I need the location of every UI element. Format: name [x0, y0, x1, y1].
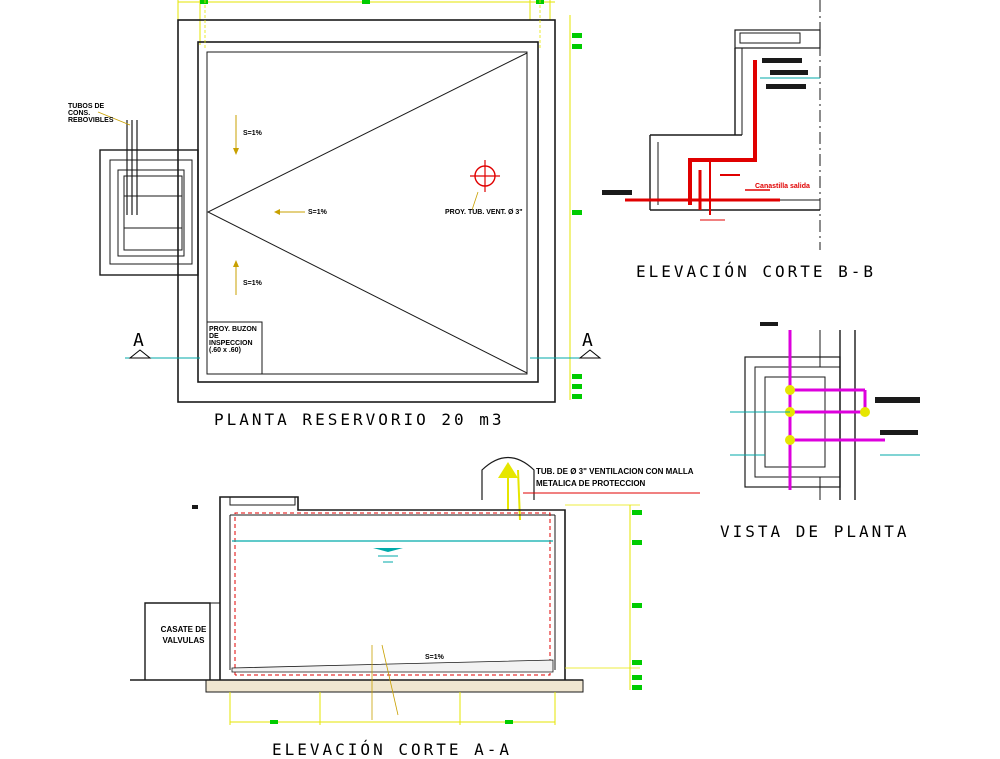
magenta-piping [730, 330, 885, 490]
outlet-piping [625, 60, 780, 221]
section-aa [130, 457, 700, 725]
note-ventilation: TUB. DE Ø 3" VENTILACION CON MALLA METAL… [536, 467, 694, 488]
section-cut-a [125, 349, 602, 359]
note-tubos: TUBOS DE CONS. REBOVIBLES [68, 103, 114, 124]
plan-view [97, 0, 602, 403]
inspection-box [206, 321, 263, 375]
title-elevacion-corte-bb: ELEVACIÓN CORTE B-B [636, 262, 877, 281]
dim-tag [572, 210, 582, 215]
note-vent: PROY. TUB. VENT. Ø 3" [445, 209, 523, 216]
slope-lines [206, 52, 528, 374]
section-mark-right: A [582, 330, 593, 351]
dim-tag [572, 44, 582, 49]
note-buzon: PROY. BUZON DE INSPECCION (.60 x .60) [209, 326, 257, 354]
title-planta-reservorio: PLANTA RESERVORIO 20 m3 [214, 410, 505, 429]
dim-tag [572, 384, 582, 389]
section-mark-left: A [133, 330, 144, 351]
title-vista-de-planta: VISTA DE PLANTA [720, 522, 910, 541]
dim-tag [362, 0, 370, 4]
dim-tag [572, 394, 582, 399]
note-slope-2: S=1% [308, 209, 327, 216]
tank-wall [219, 496, 566, 680]
title-elevacion-corte-aa: ELEVACIÓN CORTE A-A [272, 740, 513, 759]
note-slope-3: S=1% [243, 280, 262, 287]
dim-tag [200, 0, 208, 4]
valve-box-plan [97, 111, 199, 276]
dim-tag [572, 33, 582, 38]
note-floor-slope: S=1% [425, 654, 444, 661]
foundation [205, 679, 584, 693]
floor-edge [206, 51, 528, 375]
dim-tag [572, 374, 582, 379]
note-slope-1: S=1% [243, 130, 262, 137]
section-bb [602, 0, 821, 250]
valve-box-section [144, 602, 211, 680]
plan-detail [730, 322, 920, 500]
outer-wall [177, 19, 556, 403]
ventilation-target [470, 160, 500, 211]
note-casete-valvulas: CASATE DE VALVULAS [160, 625, 207, 645]
note-canastilla: Canastilla salida [755, 183, 810, 190]
